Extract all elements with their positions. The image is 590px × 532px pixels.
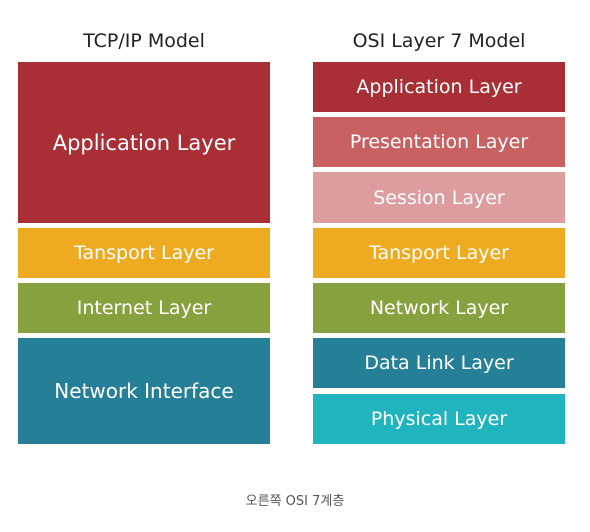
- tcpip-transport-layer: Tansport Layer: [18, 228, 270, 278]
- osi-network-layer: Network Layer: [313, 283, 565, 333]
- osi-transport-layer: Tansport Layer: [313, 228, 565, 278]
- osi-session-layer: Session Layer: [313, 172, 565, 223]
- tcpip-network-interface-layer: Network Interface: [18, 338, 270, 444]
- osi-physical-layer: Physical Layer: [313, 394, 565, 444]
- tcpip-internet-layer: Internet Layer: [18, 283, 270, 333]
- tcpip-model-title: TCP/IP Model: [83, 30, 205, 52]
- tcpip-application-layer: Application Layer: [18, 62, 270, 223]
- osi-presentation-layer: Presentation Layer: [313, 117, 565, 167]
- osi-data-link-layer: Data Link Layer: [313, 338, 565, 388]
- osi-application-layer: Application Layer: [313, 62, 565, 112]
- osi-model-title: OSI Layer 7 Model: [352, 30, 526, 52]
- figure-caption: 오른쪽 OSI 7계층: [245, 494, 345, 509]
